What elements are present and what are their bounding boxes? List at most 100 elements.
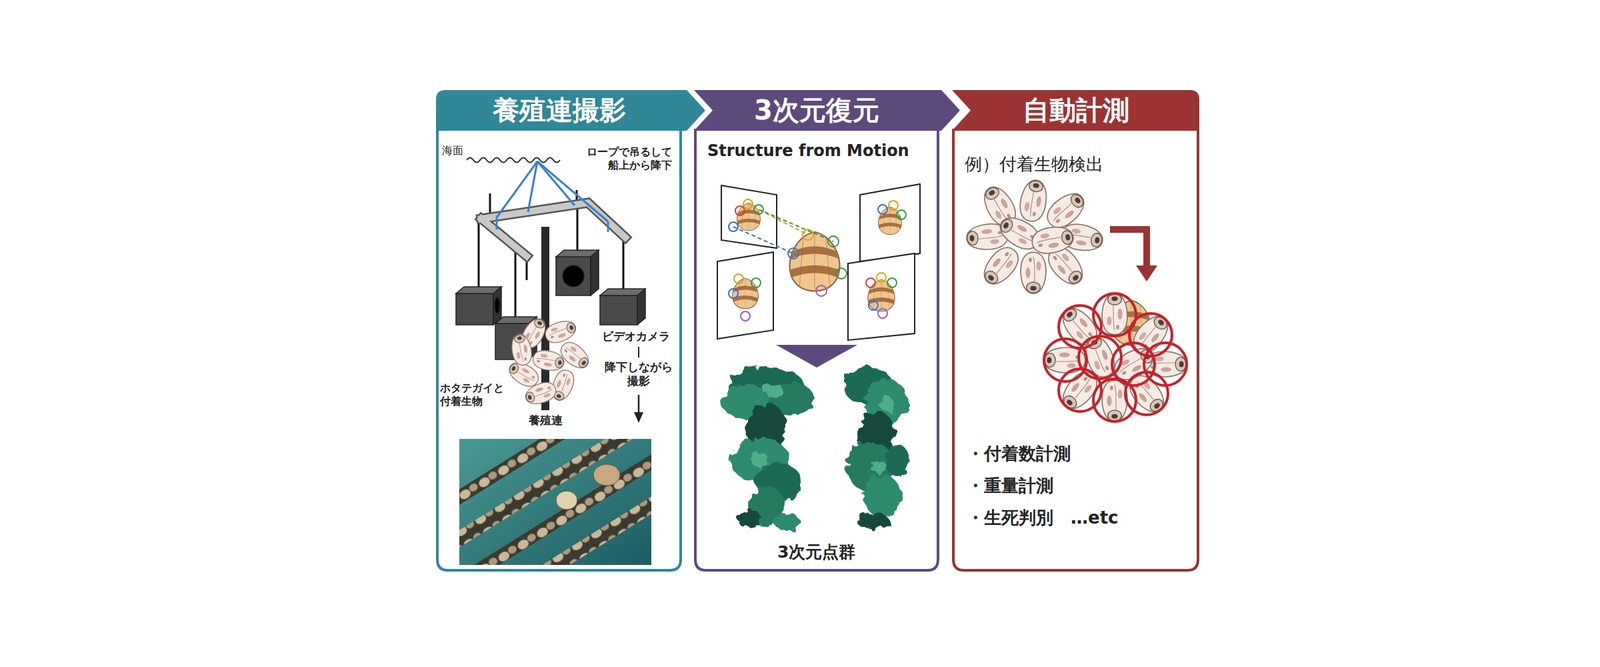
point-cloud-part [762, 384, 784, 396]
video-camera-part [556, 256, 591, 296]
video-camera-part [562, 265, 584, 287]
step-title: 自動計測 [952, 90, 1200, 131]
scallop-cluster-part [531, 348, 566, 373]
detection-circle-part [1058, 305, 1102, 348]
underwater-photo [459, 438, 652, 565]
panel-border [437, 128, 681, 570]
underwater-photo-part-part [459, 438, 652, 565]
underwater-photo-part-part [459, 453, 652, 565]
figure-label: ・付着数計測 [966, 442, 1071, 465]
step-title: 3次元復元 [694, 90, 940, 131]
feature-match-part [728, 222, 738, 232]
feature-match-part [758, 209, 834, 242]
figure-label: 降下しながら 撮影 [601, 360, 676, 389]
detected-cluster [1044, 293, 1187, 422]
scallop-view-part [736, 202, 760, 230]
point-cloud-part [750, 453, 770, 467]
underwater-photo-part [459, 438, 652, 565]
point-cloud-part [864, 474, 902, 518]
point-cloud-part [857, 512, 890, 530]
feature-match-part [896, 210, 906, 220]
point-cloud [721, 366, 910, 530]
frame [481, 202, 626, 256]
descent-arrow-part [638, 394, 640, 414]
underwater-photo-part [556, 490, 578, 510]
panel-border [695, 128, 938, 570]
feature-match-part [816, 285, 827, 296]
fouling-cluster-part [1020, 252, 1046, 294]
descent-arrow-part [638, 346, 640, 358]
rod-part [622, 234, 625, 294]
rope-part [607, 221, 610, 232]
flow-arrow-part [1110, 229, 1147, 267]
video-camera-part [456, 293, 494, 325]
figure-label: 3次元点群 [777, 541, 856, 562]
video-camera [456, 250, 646, 360]
image-plane [717, 184, 920, 340]
detected-cluster-part [1102, 380, 1128, 422]
rope-part [528, 161, 538, 212]
flow-arrow [1110, 229, 1158, 282]
feature-match-part [751, 278, 761, 288]
underwater-photo-part [459, 438, 652, 565]
point-cloud-part [773, 513, 800, 530]
video-camera-part [590, 250, 599, 296]
video-camera-part [600, 295, 638, 325]
figure-label: ・生死判別 …etc [966, 506, 1118, 529]
feature-match-part [754, 204, 764, 214]
feature-match-part [878, 204, 888, 214]
feature-match-part [748, 204, 808, 235]
rope-part [537, 161, 608, 222]
step-chevron [436, 90, 706, 131]
feature-match-part [836, 268, 847, 279]
video-camera-part [494, 297, 500, 314]
sea-surface [466, 158, 560, 163]
feature-match [728, 199, 906, 321]
feature-match-part [743, 199, 753, 209]
underwater-photo-part-part [459, 438, 652, 565]
figure-label: ビデオカメラ [602, 329, 670, 344]
feature-match-part [887, 278, 897, 288]
rope-part [496, 161, 538, 218]
scallop-cluster [505, 314, 593, 408]
scallop-cluster-part [542, 317, 579, 346]
figure-label: ・重量計測 [966, 474, 1054, 497]
feature-match-part [735, 206, 745, 216]
feature-match-part [728, 288, 738, 298]
image-plane-part [721, 185, 777, 248]
point-cloud-part [870, 460, 887, 474]
scallop-cluster-part [556, 338, 593, 373]
step-chevron [694, 90, 960, 131]
fouling-cluster-part [1017, 178, 1050, 224]
detection-circle-part [1044, 338, 1087, 382]
feature-match-part [734, 274, 744, 284]
feature-match-part [828, 236, 839, 247]
figure-label: ホタテガイと 付着生物 [440, 381, 511, 408]
video-camera-part [637, 288, 646, 325]
fouling-cluster [965, 178, 1105, 294]
flow-arrow-part [1136, 265, 1158, 282]
rope [496, 161, 608, 232]
panel-outline [694, 90, 960, 572]
point-cloud-part [885, 444, 910, 476]
scallop-cluster-part [509, 332, 534, 367]
underwater-photo-part [593, 464, 620, 486]
feature-match-part [740, 311, 750, 321]
rod-part [478, 220, 480, 294]
fouling-cluster-part [1030, 224, 1076, 256]
figure-label: ロープで吊るして 船上から降下 [578, 145, 672, 172]
figure-label: 養殖連 [528, 413, 563, 428]
rope-part [496, 217, 498, 230]
feature-match-part [888, 200, 898, 210]
detection-circle [1044, 293, 1187, 422]
step-panel: 3次元復元 [694, 90, 960, 572]
figure-label: 例）付着生物検出 [964, 153, 1104, 176]
detection-circle-part [1144, 342, 1187, 386]
sea-surface-part [466, 158, 560, 163]
scallop-view [732, 202, 902, 311]
rod-part [576, 204, 579, 254]
frame-part [481, 218, 527, 256]
feature-match-part [878, 308, 888, 318]
image-plane-part [848, 253, 915, 340]
